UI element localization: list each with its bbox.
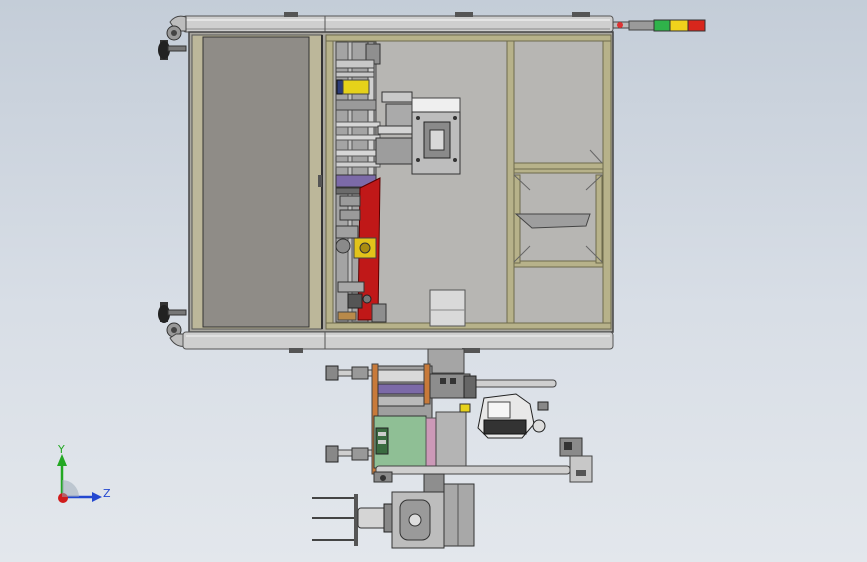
aluminum-profiles	[325, 34, 612, 330]
tray-shelf[interactable]	[514, 213, 591, 229]
guide-rod[interactable]	[373, 465, 571, 483]
fork-gripper[interactable]	[312, 494, 395, 546]
lower-carrier[interactable]	[371, 348, 467, 475]
push-cylinder[interactable]	[429, 373, 557, 413]
holder-block[interactable]	[429, 289, 466, 327]
base-rail[interactable]	[182, 331, 614, 353]
axis-y-label: Y	[57, 443, 65, 456]
gripper-head-assembly[interactable]	[375, 91, 461, 175]
servo-motor[interactable]	[477, 393, 549, 439]
axis-triad-icon[interactable]: Y Z	[57, 443, 111, 503]
bottom-left-caster[interactable]	[158, 302, 187, 347]
axis-z-label: Z	[103, 487, 111, 500]
bottom-housing[interactable]	[391, 473, 475, 549]
frame-braces	[513, 149, 603, 263]
sensor-bracket[interactable]	[559, 437, 593, 483]
left-clamp-lower[interactable]	[325, 445, 373, 463]
left-clamp-upper[interactable]	[325, 365, 373, 381]
mechanism-column[interactable]	[335, 41, 387, 323]
top-left-caster[interactable]	[158, 15, 187, 60]
signal-tower-icon[interactable]	[612, 19, 706, 32]
top-rail[interactable]	[182, 12, 614, 33]
main-frame[interactable]	[188, 31, 614, 333]
